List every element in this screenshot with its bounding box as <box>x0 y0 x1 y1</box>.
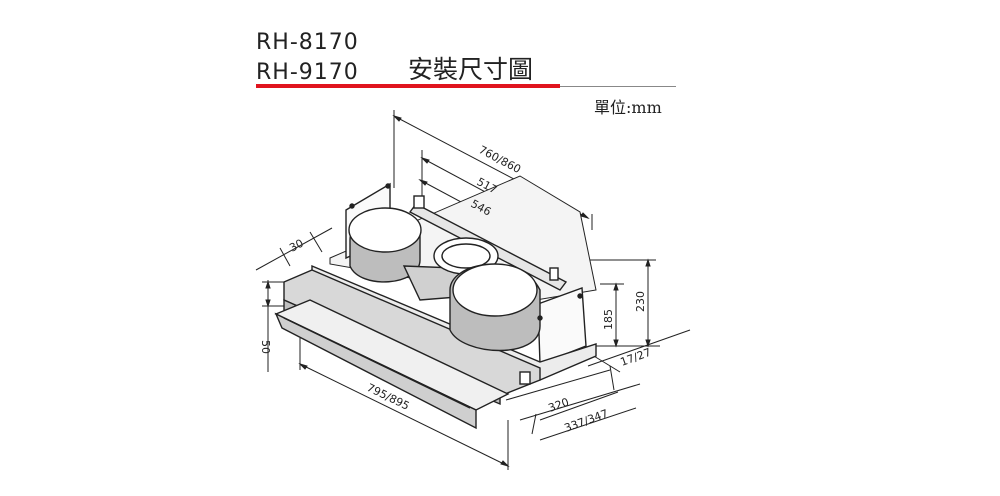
model-name-1: RH-8170 <box>256 30 359 55</box>
dim-depths <box>505 365 641 441</box>
dim-label-side-depth: 30 <box>287 237 305 255</box>
dim-label-depth-inner: 320 <box>547 395 571 414</box>
title-rule <box>560 86 676 87</box>
title-underline <box>256 84 560 88</box>
dim-label-height-total: 230 <box>634 291 647 312</box>
drawing-title: 安裝尺寸圖 <box>408 55 534 84</box>
dim-label-depth-total: 337/347 <box>563 407 610 435</box>
dim-label-height-inner: 185 <box>602 309 615 330</box>
model-names: RH-8170 RH-9170 <box>256 28 359 88</box>
dim-front-width <box>298 338 510 470</box>
unit-label: 單位:mm <box>594 98 662 117</box>
dim-side-depth <box>255 227 333 271</box>
model-name-2: RH-9170 <box>256 60 359 85</box>
hood-body <box>274 175 597 430</box>
dim-label-front-height: 50 <box>259 340 272 354</box>
